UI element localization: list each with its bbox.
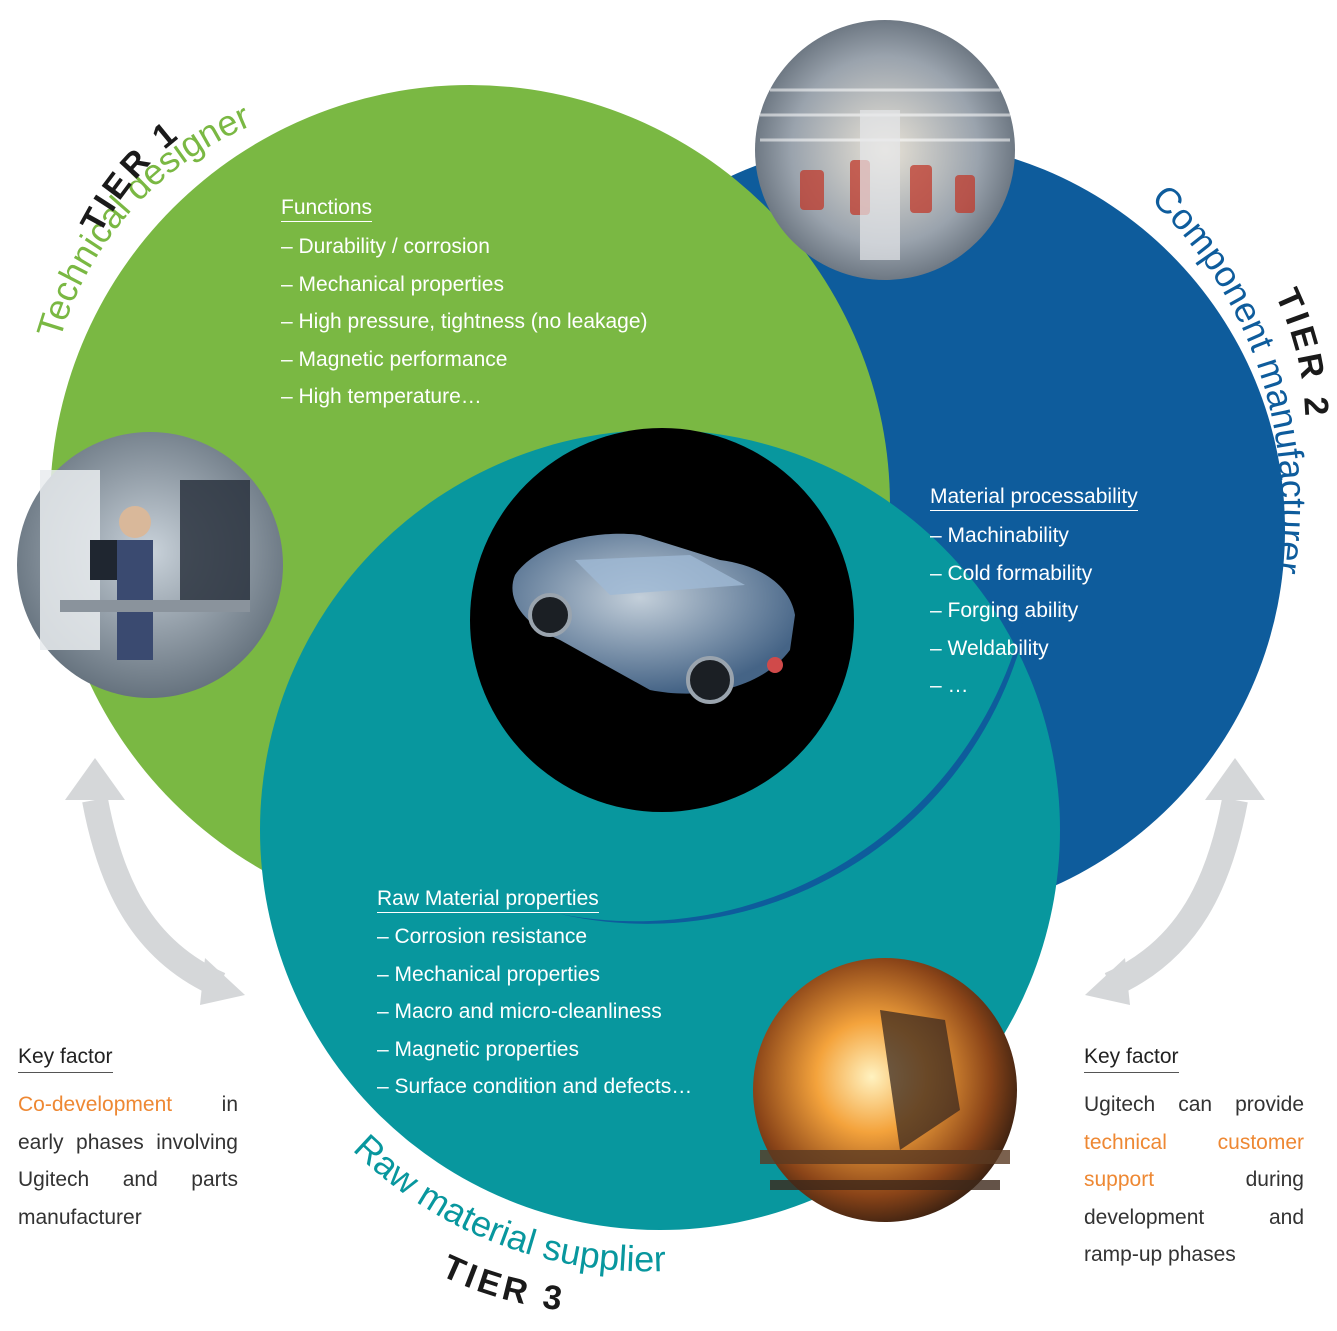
- key-factor-right-body-after: during development and ramp-up phases: [1084, 1168, 1304, 1266]
- list-item: Weldability: [930, 630, 1092, 668]
- key-factor-right-title: Key factor: [1084, 1045, 1179, 1073]
- list-item: Durability / corrosion: [281, 228, 648, 266]
- car-photo: [470, 428, 854, 812]
- furnace-photo: [753, 958, 1017, 1222]
- key-factor-right-body-before: Ugitech can provide: [1084, 1093, 1304, 1116]
- list-item: Corrosion resistance: [377, 918, 692, 956]
- key-factor-left-highlight: Co-development: [18, 1093, 173, 1116]
- raw-properties-list: Corrosion resistance Mechanical properti…: [377, 918, 693, 1106]
- key-factor-right-title-text: Key factor: [1084, 1045, 1179, 1073]
- key-factor-left-title-text: Key factor: [18, 1045, 113, 1073]
- list-item: Forging ability: [930, 592, 1092, 630]
- list-item: High temperature…: [281, 378, 648, 416]
- processability-title-text: Material processability: [930, 485, 1138, 511]
- key-factor-left-body: in early phases involving Ugitech and pa…: [18, 1093, 238, 1229]
- lab-photo: [17, 432, 283, 698]
- functions-title-text: Functions: [281, 196, 373, 222]
- list-item: Surface condition and defects…: [377, 1068, 693, 1106]
- list-item: Cold formability: [930, 555, 1093, 593]
- processability-list: Machinability Cold formability Forging a…: [930, 517, 1093, 705]
- key-factor-left-text: Co-development in early phases involving…: [18, 1086, 238, 1236]
- list-item: Macro and micro-cleanliness: [377, 993, 692, 1031]
- key-factor-right-highlight: technical customer support: [1084, 1130, 1304, 1192]
- functions-title: Functions: [281, 196, 373, 222]
- list-item: Magnetic performance: [281, 341, 648, 379]
- list-item: Mechanical properties: [281, 266, 648, 304]
- factory-photo: [755, 20, 1015, 280]
- raw-properties-title-text: Raw Material properties: [377, 887, 599, 913]
- key-factor-left-title: Key factor: [18, 1045, 113, 1073]
- list-item: High pressure, tightness (no leakage): [281, 303, 648, 341]
- list-item: …: [930, 667, 1092, 705]
- key-factor-right-text: Ugitech can provide technical customer s…: [1084, 1086, 1304, 1274]
- processability-title: Material processability: [930, 485, 1138, 511]
- functions-list: Durability / corrosion Mechanical proper…: [281, 228, 648, 416]
- list-item: Magnetic properties: [377, 1031, 692, 1069]
- left-double-arrow: [65, 758, 245, 1005]
- right-double-arrow: [1085, 758, 1265, 1005]
- list-item: Machinability: [930, 517, 1092, 555]
- list-item: Mechanical properties: [377, 956, 692, 994]
- raw-properties-title: Raw Material properties: [377, 887, 599, 913]
